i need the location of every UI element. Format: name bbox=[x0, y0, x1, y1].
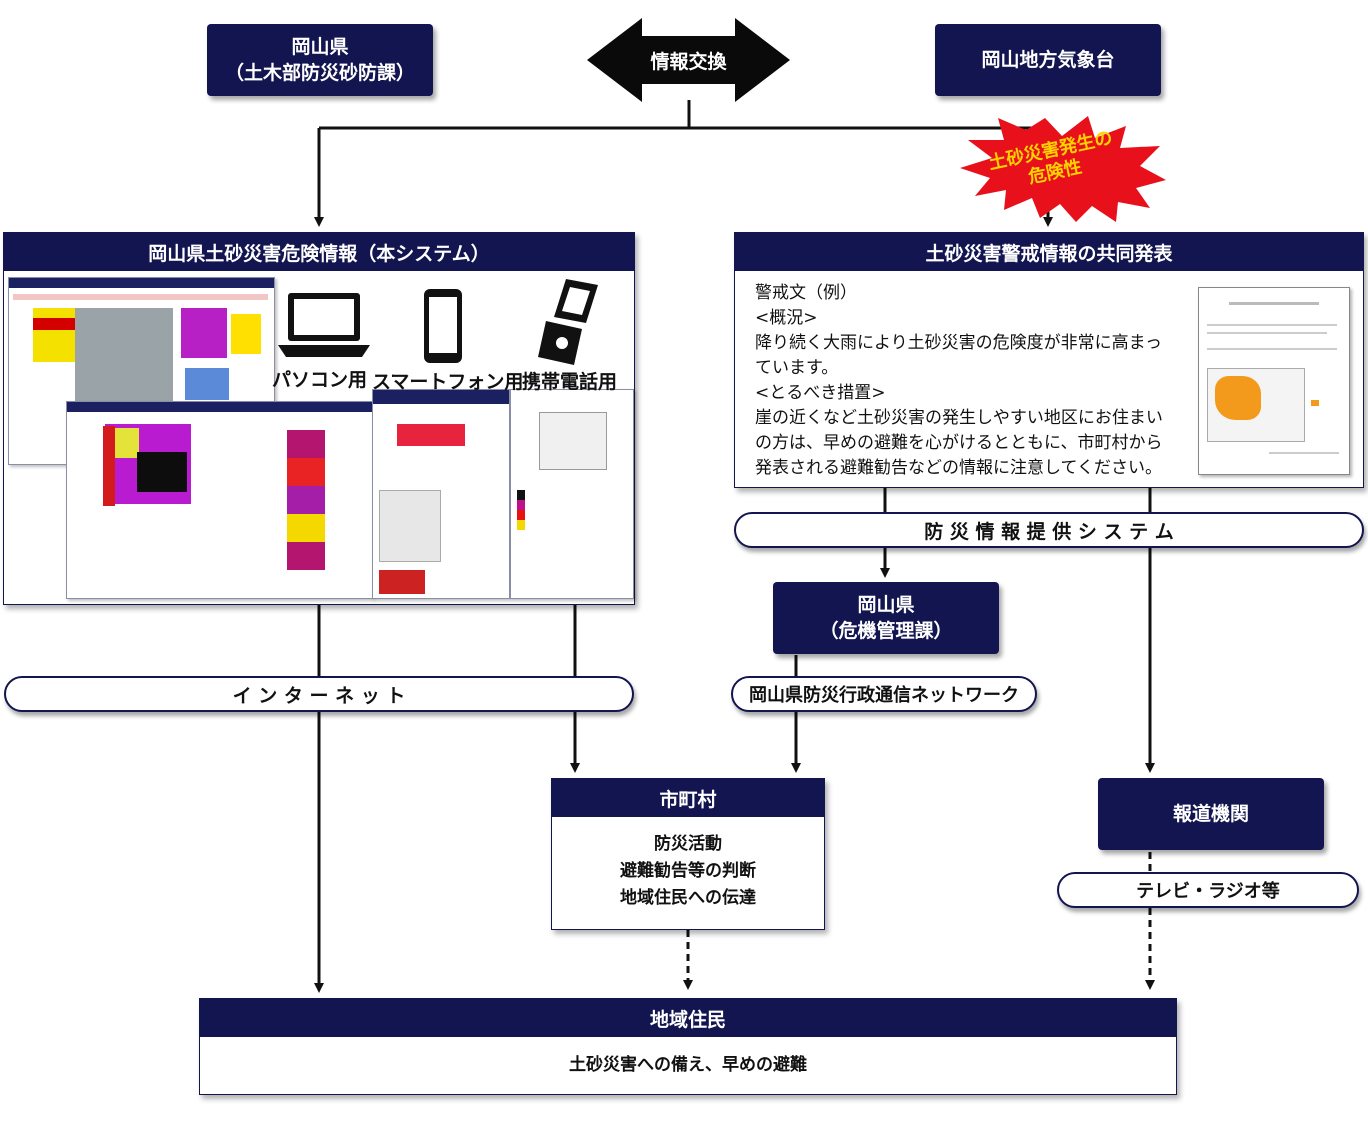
info-exchange-label: 情報交換 bbox=[650, 50, 727, 73]
jma-box: 岡山地方気象台 bbox=[935, 24, 1161, 96]
residents-title: 地域住民 bbox=[200, 999, 1176, 1037]
smartphone-icon bbox=[424, 289, 462, 363]
overview-line-1: 降り続く大雨により土砂災害の危険度が非常に高まっ bbox=[755, 333, 1162, 353]
overview-label: <概況> bbox=[755, 308, 818, 328]
pc-detail-thumbnail bbox=[66, 401, 373, 599]
measures-line-1: 崖の近くなど土砂災害の発生しやすい地区にお住まい bbox=[755, 408, 1163, 428]
municipality-role-2: 避難勧告等の判断 bbox=[620, 861, 756, 881]
pref-network-pill: 岡山県防災行政通信ネットワーク bbox=[731, 676, 1037, 712]
joint-warning-panel: 土砂災害警戒情報の共同発表 警戒文（例） <概況> 降り続く大雨により土砂災害の… bbox=[734, 232, 1364, 488]
media-title: 報道機関 bbox=[1172, 803, 1249, 825]
measures-label: <とるべき措置> bbox=[755, 383, 886, 403]
burst-shape bbox=[960, 116, 1166, 222]
crisis-dept: （危機管理課） bbox=[819, 620, 953, 642]
internet-pill: イ ン タ ー ネ ッ ト bbox=[4, 676, 634, 712]
measures-line-3: 発表される避難勧告などの情報に注意してください。 bbox=[755, 458, 1162, 478]
risk-info-system-panel: 岡山県土砂災害危険情報（本システム） パソコン用 bbox=[3, 232, 635, 605]
jma-name: 岡山地方気象台 bbox=[981, 49, 1115, 71]
laptop-icon bbox=[278, 293, 370, 357]
residents-box: 地域住民 土砂災害への備え、早めの避難 bbox=[199, 998, 1177, 1095]
device-label-pc: パソコン用 bbox=[272, 369, 368, 391]
overview-line-2: ています。 bbox=[755, 358, 839, 378]
municipality-role-3: 地域住民への伝達 bbox=[620, 888, 756, 908]
municipality-box: 市町村 防災活動 避難勧告等の判断 地域住民への伝達 bbox=[551, 778, 825, 930]
smartphone-screenshot-thumbnail bbox=[372, 389, 510, 599]
municipality-title: 市町村 bbox=[552, 779, 824, 817]
municipality-roles: 防災活動 避難勧告等の判断 地域住民への伝達 bbox=[552, 817, 824, 912]
risk-info-system-title: 岡山県土砂災害危険情報（本システム） bbox=[4, 233, 634, 271]
okayama-pref-box: 岡山県 （土木部防災砂防課） bbox=[207, 24, 433, 96]
warning-sample-text: 警戒文（例） <概況> 降り続く大雨により土砂災害の危険度が非常に高まっ ていま… bbox=[755, 281, 1195, 481]
municipality-role-1: 防災活動 bbox=[654, 834, 722, 854]
warning-sample-heading: 警戒文（例） bbox=[755, 283, 857, 303]
crisis-management-box: 岡山県 （危機管理課） bbox=[773, 582, 999, 654]
crisis-pref-name: 岡山県 bbox=[857, 594, 915, 616]
bousai-info-system: 防 災 情 報 提 供 シ ス テ ム bbox=[734, 512, 1364, 548]
tv-radio-pill: テレビ・ラジオ等 bbox=[1057, 872, 1359, 908]
warning-document-thumbnail bbox=[1198, 287, 1350, 475]
flip-phone-icon bbox=[538, 279, 598, 365]
media-box: 報道機関 bbox=[1098, 778, 1324, 850]
thumb-header bbox=[9, 278, 274, 288]
measures-line-2: の方は、早めの避難を心がけるとともに、市町村から bbox=[755, 433, 1163, 453]
device-label-smartphone: スマートフォン用 bbox=[372, 371, 524, 393]
joint-warning-title: 土砂災害警戒情報の共同発表 bbox=[735, 233, 1363, 271]
device-label-keitai: 携帯電話用 bbox=[522, 371, 618, 393]
keitai-screenshot-thumbnail bbox=[510, 389, 634, 599]
residents-action: 土砂災害への備え、早めの避難 bbox=[569, 1055, 807, 1075]
okayama-pref-name: 岡山県 bbox=[291, 36, 349, 58]
okayama-pref-dept: （土木部防災砂防課） bbox=[224, 62, 415, 84]
